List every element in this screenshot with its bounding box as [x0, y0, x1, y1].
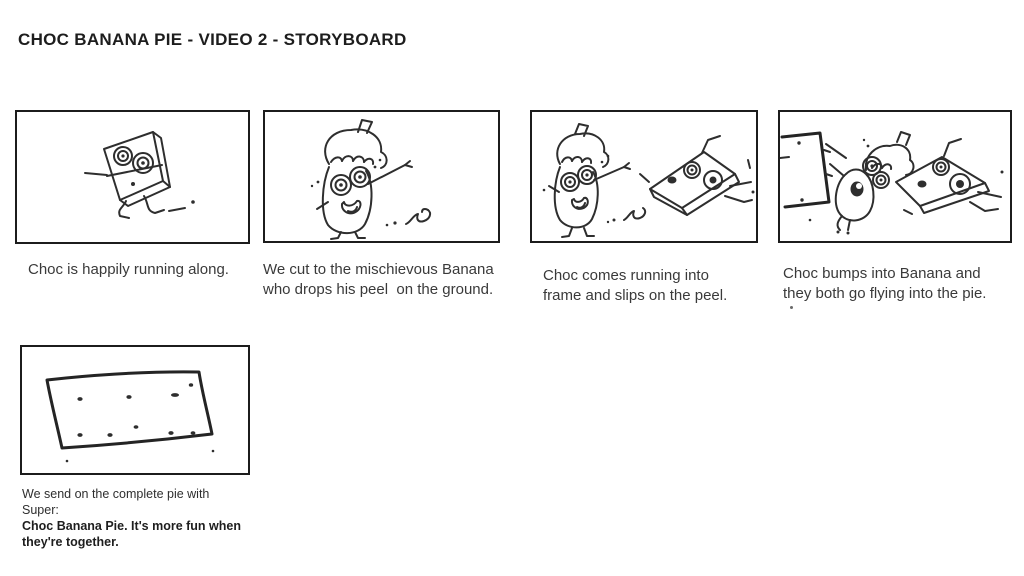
caption-line: Choc comes running into [543, 267, 709, 284]
panel-5-caption: We send on the complete pie with Super: … [22, 486, 267, 550]
caption-line: Choc is happily running along. [28, 261, 229, 278]
caption-line: We cut to the mischievous Banana [263, 261, 494, 278]
panel-2-frame [263, 110, 500, 243]
complete-pie-sketch [45, 370, 215, 463]
panel-5-frame [20, 345, 250, 475]
caption-super-line: Choc Banana Pie. It's more fun when [22, 519, 241, 533]
caption-line: who drops his peel on the ground. [263, 281, 494, 298]
banana-drops-peel-sketch [310, 119, 432, 240]
panel-1-frame [15, 110, 250, 244]
caption-line: Choc bumps into Banana and [783, 265, 981, 282]
choc-running-sketch [84, 131, 195, 219]
caption-line: frame and slips on the peel. [543, 287, 728, 304]
page-title: CHOC BANANA PIE - VIDEO 2 - STORYBOARD [18, 30, 407, 49]
panel-4-caption: Choc bumps into Banana and they both go … [783, 264, 1021, 304]
panel-2-caption: We cut to the mischievous Banana who dro… [263, 260, 525, 300]
caption-line: Super: [22, 503, 59, 517]
panel-3-caption: Choc comes running into frame and slips … [543, 266, 775, 306]
stray-ink-mark [790, 306, 793, 309]
panel-3-frame [530, 110, 758, 243]
caption-line: they both go flying into the pie. [783, 285, 987, 302]
choc-slips-on-peel-sketch [542, 123, 755, 238]
collision-into-pie-sketch [780, 131, 1004, 235]
caption-super-line: they're together. [22, 535, 119, 549]
caption-line: We send on the complete pie with [22, 487, 210, 501]
panel-4-frame [778, 110, 1012, 243]
panel-1-caption: Choc is happily running along. [28, 260, 258, 280]
